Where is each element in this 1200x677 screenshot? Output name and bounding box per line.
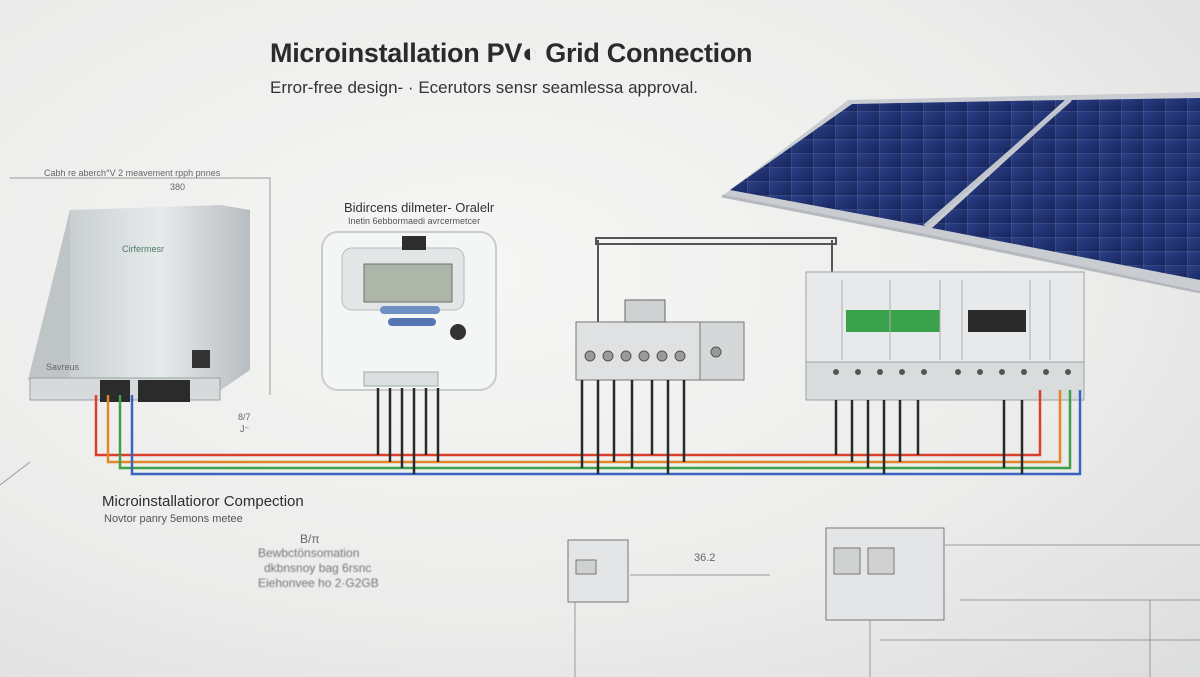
blurred-note-line-1: Bewbctönsomation [258, 546, 360, 560]
small-mark-b: J⁻ [240, 424, 250, 434]
wiring [94, 380, 1082, 476]
meter-title-label: Bidircens dilmeter- Oralelr [344, 200, 495, 215]
blurred-note-line-3: Eiehonvee ho 2·G2GB [258, 576, 379, 590]
terminal-block-icon [575, 237, 837, 381]
lower-sketch-components [567, 527, 945, 621]
meter-sub-label: Inetin 6ebbormaedi avrcermetcer [348, 216, 481, 226]
inverter-brand-label: Cirfermesr [122, 244, 164, 254]
inverter-tag-label: Savreus [46, 362, 80, 372]
mid-mark-label: B/π [300, 532, 320, 546]
diagram-title: Microinstallation PV◐ Grid Connection [270, 38, 753, 68]
connection-title-label: Microinstallatioror Compection [102, 493, 304, 510]
blurred-note-line-2: dkbnsnoy bag 6rsnc [264, 561, 372, 575]
bidirectional-meter-icon [321, 231, 497, 391]
drafting-lines [0, 177, 1200, 677]
circuit-breaker-panel-icon [805, 271, 1085, 401]
top-left-dimension: 380 [170, 182, 186, 192]
solar-panel-icon [721, 92, 1200, 294]
top-left-note: Cabh re aberch°V 2 meavement rpph pnnes [44, 168, 221, 178]
dimension-36-2: 36.2 [694, 552, 716, 564]
connection-sub-label: Novtor panry 5emons metee [104, 513, 243, 525]
small-mark-a: 8/7 [238, 412, 251, 422]
inverter-box-icon [28, 205, 250, 402]
diagram-subtitle: Error-free design- · Ecerutors sensr sea… [270, 78, 698, 97]
